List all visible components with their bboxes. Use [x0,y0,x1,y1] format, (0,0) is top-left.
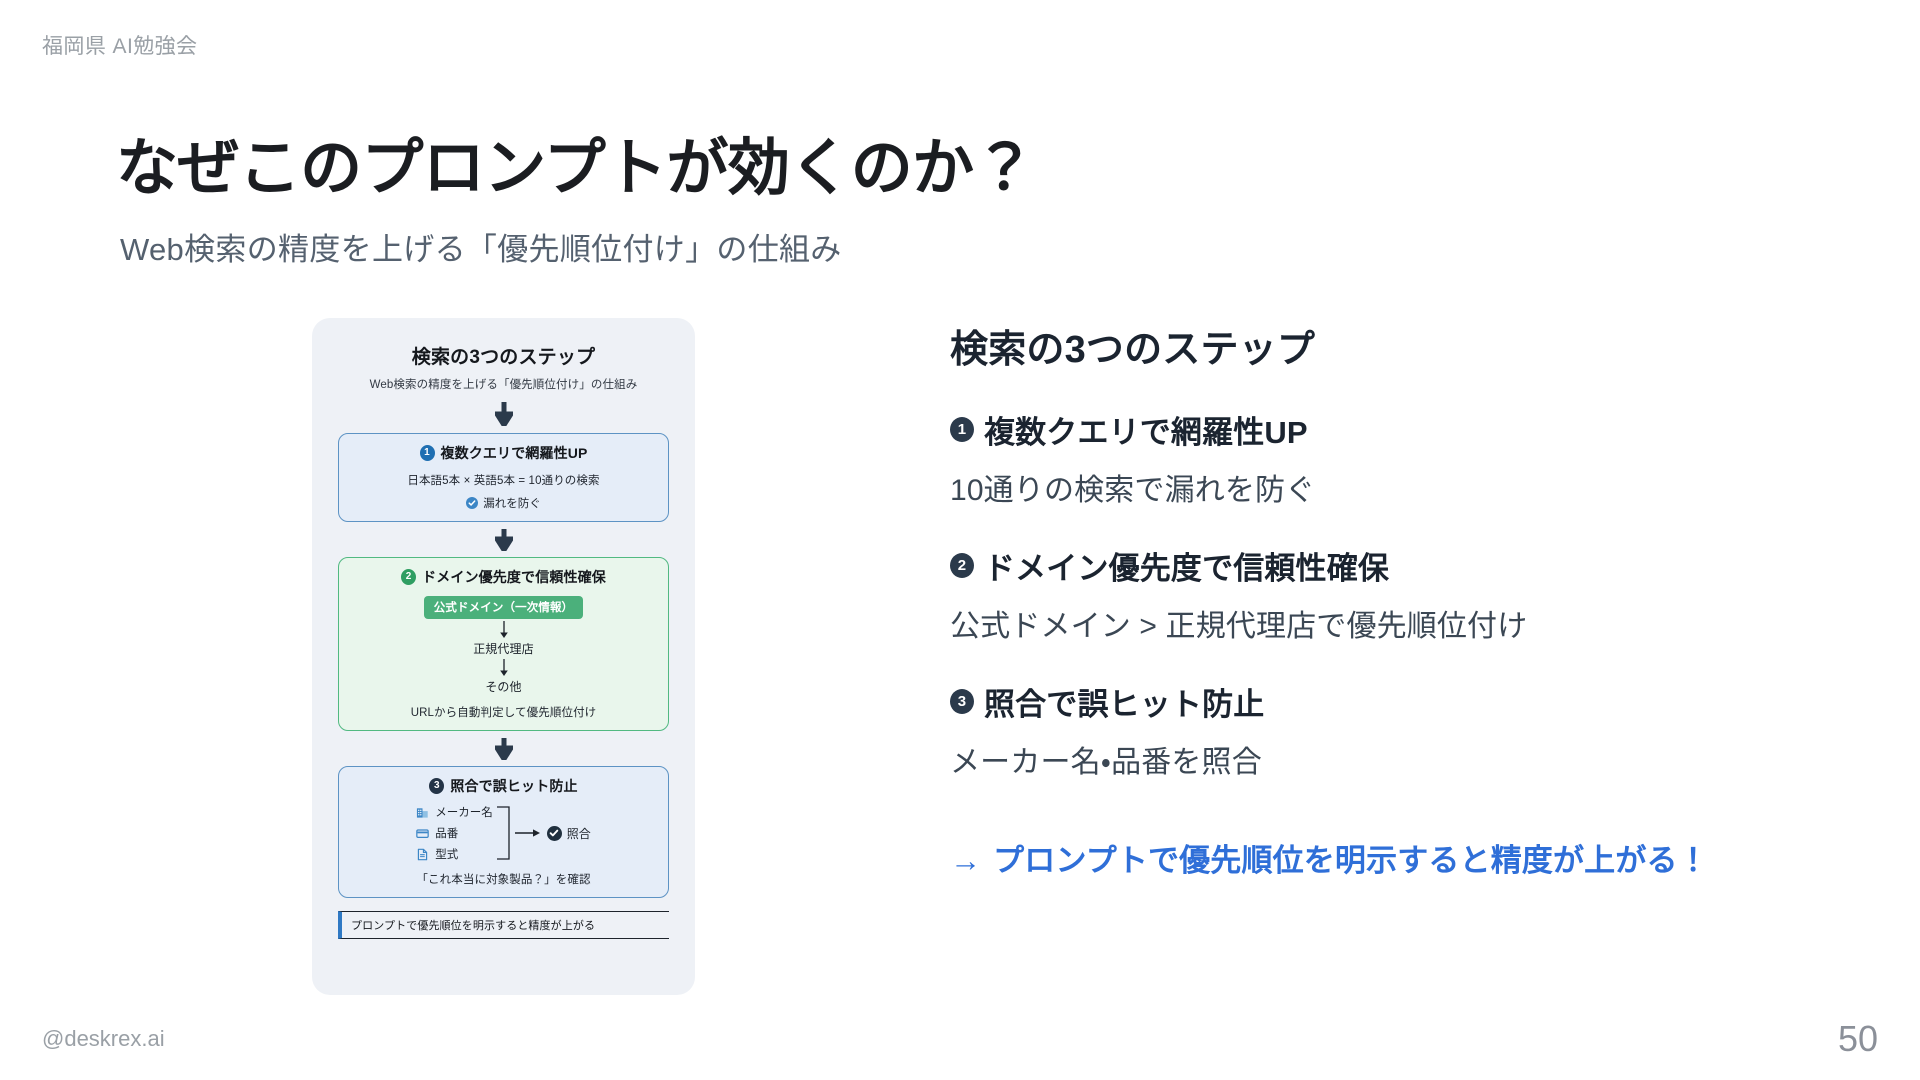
step-2-heading: 2 ドメイン優先度で信頼性確保 [349,567,658,587]
check-circle-icon [466,497,479,509]
page-number: 50 [1837,1018,1878,1059]
diagram-card: 検索の3つのステップ Web検索の精度を上げる「優先順位付け」の仕組み 1 複数… [312,318,695,995]
brace-icon [496,806,510,860]
point-3-desc: メーカー名・品番を照合 [950,746,1262,779]
right-heading: 検索の3つのステップ [950,329,1316,371]
diagram-subtitle: Web検索の精度を上げる「優先順位付け」の仕組み [369,379,638,391]
list-item-label: 品番 [435,828,459,840]
step-3-result: 照合 [546,825,591,842]
step-1-detail: 日本語5本 × 英語5本 = 10通りの検索 [407,475,600,487]
point-2-title-text: ドメイン優先度で信頼性確保 [984,551,1390,586]
step-1-badge: 1 [419,445,435,461]
card-icon [416,828,430,838]
down-arrow-icon-1 [338,402,669,426]
step-1-heading-text: 複数クエリで網羅性UP [440,445,588,461]
check-circle-filled-icon [546,825,562,841]
step-3-note: 「これ本当に対象製品？」を確認 [416,874,591,886]
list-item: 型式 [416,846,458,862]
conclusion-text: プロンプトで優先順位を明示すると精度が上がる！ [993,843,1709,878]
page-subtitle: Web検索の精度を上げる「優先順位付け」の仕組み [120,232,842,267]
point-2: 2 ドメイン優先度で信頼性確保 公式ドメイン > 正規代理店で優先順位付け [950,543,1850,645]
point-1: 1 複数クエリで網羅性UP 10通りの検索で漏れを防ぐ [950,407,1850,509]
right-arrow-glyph-icon: → [950,843,982,878]
step-1-check: 漏れを防ぐ [349,495,658,511]
list-item-label: 型式 [435,849,459,861]
list-item-label: メーカー名 [435,807,493,819]
document-icon [418,848,428,860]
point-1-title: 1 複数クエリで網羅性UP [950,407,1850,452]
down-arrow-icon-4 [349,659,658,677]
down-arrow-icon-2 [338,529,669,551]
step-3-match-group: メーカー名 品番 型式 [349,804,658,862]
right-content-column: 検索の3つのステップ 1 複数クエリで網羅性UP 10通りの検索で漏れを防ぐ 2… [950,318,1850,880]
point-2-desc: 公式ドメイン > 正規代理店で優先順位付け [950,610,1528,643]
diagram-title: 検索の3つのステップ [411,347,596,368]
step-3-heading: 3 照合で誤ヒット防止 [349,776,658,796]
step-2-rank-3: その他 [485,680,522,694]
point-3-badge: 3 [950,689,974,714]
point-2-title: 2 ドメイン優先度で信頼性確保 [950,543,1850,588]
step-3-item-list: メーカー名 品番 型式 [416,804,493,862]
list-item: メーカー名 [416,804,493,820]
conclusion-callout: → プロンプトで優先順位を明示すると精度が上がる！ [950,835,1850,880]
step-2-heading-text: ドメイン優先度で信頼性確保 [422,569,606,585]
step-3-badge: 3 [429,778,445,794]
page-title: なぜこのプロンプトが効くのか？ [116,133,1035,203]
step-2-note: URLから自動判定して優先順位付け [410,707,597,719]
point-2-badge: 2 [950,553,974,578]
diagram-footer-callout: プロンプトで優先順位を明示すると精度が上がる [338,911,669,939]
down-arrow-icon-3 [349,621,658,639]
step-2-pill: 公式ドメイン（一次情報） [423,596,584,619]
point-3-title-text: 照合で誤ヒット防止 [984,687,1265,722]
step-3-heading-text: 照合で誤ヒット防止 [450,778,578,794]
diagram-step-2: 2 ドメイン優先度で信頼性確保 公式ドメイン（一次情報） 正規代理店 その他 U… [338,557,669,731]
list-item: 品番 [416,825,458,841]
step-1-heading: 1 複数クエリで網羅性UP [349,443,658,463]
building-icon [417,807,428,818]
step-2-rank-2: 正規代理店 [473,642,534,656]
diagram-step-1: 1 複数クエリで網羅性UP 日本語5本 × 英語5本 = 10通りの検索 漏れを… [338,433,669,522]
point-3: 3 照合で誤ヒット防止 メーカー名・品番を照合 [950,679,1850,781]
author-handle: @deskrex.ai [42,1026,165,1051]
right-arrow-icon [514,829,540,837]
step-2-badge: 2 [401,569,417,585]
event-eyebrow: 福岡県 AI勉強会 [42,35,198,58]
point-1-title-text: 複数クエリで網羅性UP [984,415,1308,450]
point-1-badge: 1 [950,417,974,442]
down-arrow-icon-5 [338,738,669,760]
step-3-result-label: 照合 [566,826,591,841]
point-3-title: 3 照合で誤ヒット防止 [950,679,1850,724]
point-1-desc: 10通りの検索で漏れを防ぐ [950,474,1316,507]
step-1-check-label: 漏れを防ぐ [483,498,541,510]
diagram-step-3: 3 照合で誤ヒット防止 メーカー名 [338,766,669,898]
